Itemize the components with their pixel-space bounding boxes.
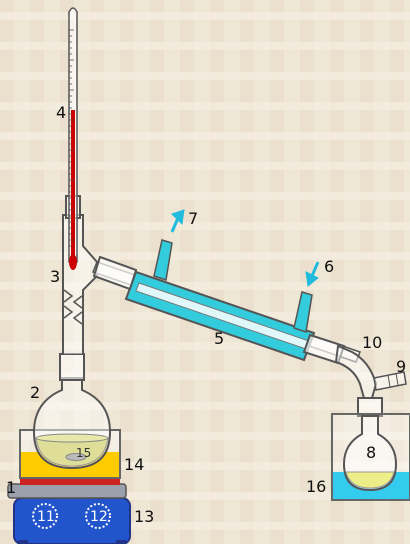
- water-in-barb: [293, 291, 313, 333]
- still-pot-flask: [32, 377, 112, 470]
- label-12: 12: [90, 509, 108, 525]
- water-out-barb: [153, 239, 173, 281]
- label-11: 11: [37, 509, 55, 525]
- receiving-flask: [342, 415, 398, 492]
- label-4: 4: [56, 103, 66, 122]
- still-pot-joint: [59, 353, 85, 381]
- label-14: 14: [124, 455, 144, 474]
- label-15: 15: [76, 446, 91, 460]
- label-8: 8: [366, 443, 376, 462]
- heat-knob[interactable]: [32, 503, 58, 529]
- heater: [7, 478, 131, 544]
- stir-bar: [65, 453, 87, 461]
- water-out-arrow: [170, 209, 185, 233]
- label-10: 10: [362, 333, 382, 352]
- label-7: 7: [188, 209, 198, 228]
- label-2: 2: [30, 383, 40, 402]
- label-6: 6: [324, 257, 334, 276]
- stir-knob[interactable]: [85, 503, 111, 529]
- label-5: 5: [214, 329, 224, 348]
- label-13: 13: [134, 507, 154, 526]
- thermometer: [68, 7, 78, 270]
- label-9: 9: [396, 357, 406, 376]
- label-16: 16: [306, 477, 326, 496]
- water-in-arrow: [305, 261, 320, 287]
- vacuum-inlet: [373, 371, 407, 391]
- label-1: 1: [6, 478, 16, 497]
- label-3: 3: [50, 267, 60, 286]
